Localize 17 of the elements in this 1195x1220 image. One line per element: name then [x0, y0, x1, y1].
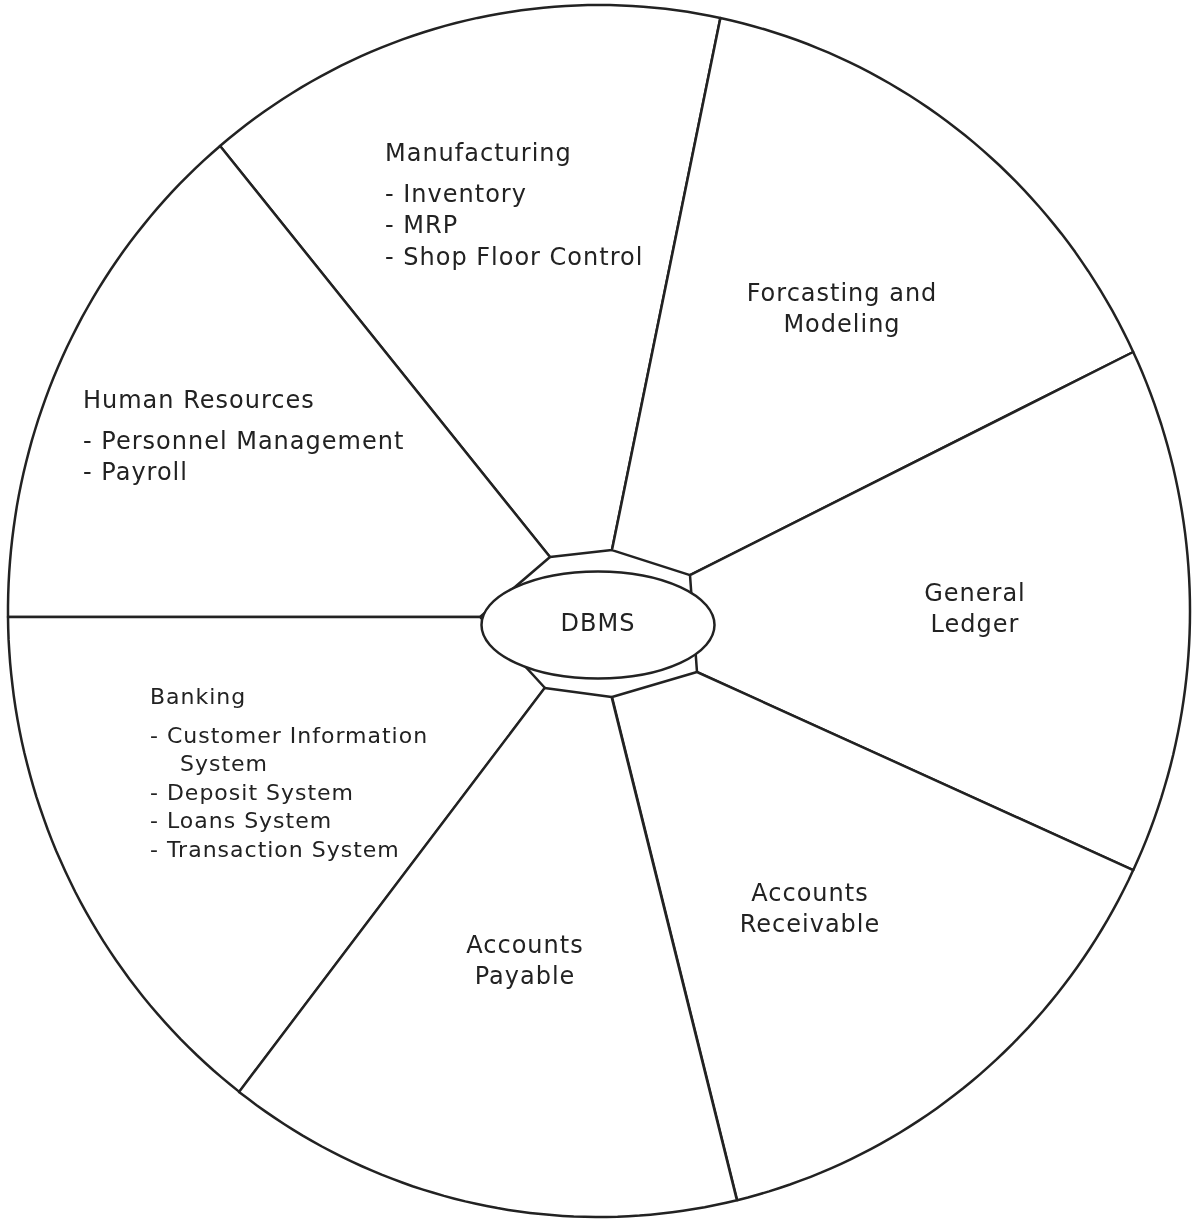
sector-title: Accounts Payable	[465, 930, 585, 993]
list-item: - Inventory	[385, 179, 528, 211]
sector-title: General Ledger	[923, 578, 1027, 641]
list-item: - Transaction System	[150, 835, 401, 864]
list-item: - Payroll	[83, 457, 189, 489]
node-label: DBMS	[559, 609, 637, 637]
list-item: - Loans System	[150, 807, 334, 836]
sector-title: Manufacturing	[385, 138, 573, 169]
sector-title: Human Resources	[83, 385, 316, 416]
sector-title: Banking	[150, 683, 248, 711]
list-item: - Deposit System	[150, 778, 356, 807]
list-item: - Customer Information System	[150, 721, 430, 779]
list-item: - MRP	[385, 210, 460, 242]
sector-title: Accounts Receivable	[738, 878, 882, 941]
list-item: - Shop Floor Control	[385, 241, 645, 273]
list-item: - Personnel Management	[83, 426, 406, 458]
sector-title: Forcasting and Modeling	[745, 278, 939, 341]
